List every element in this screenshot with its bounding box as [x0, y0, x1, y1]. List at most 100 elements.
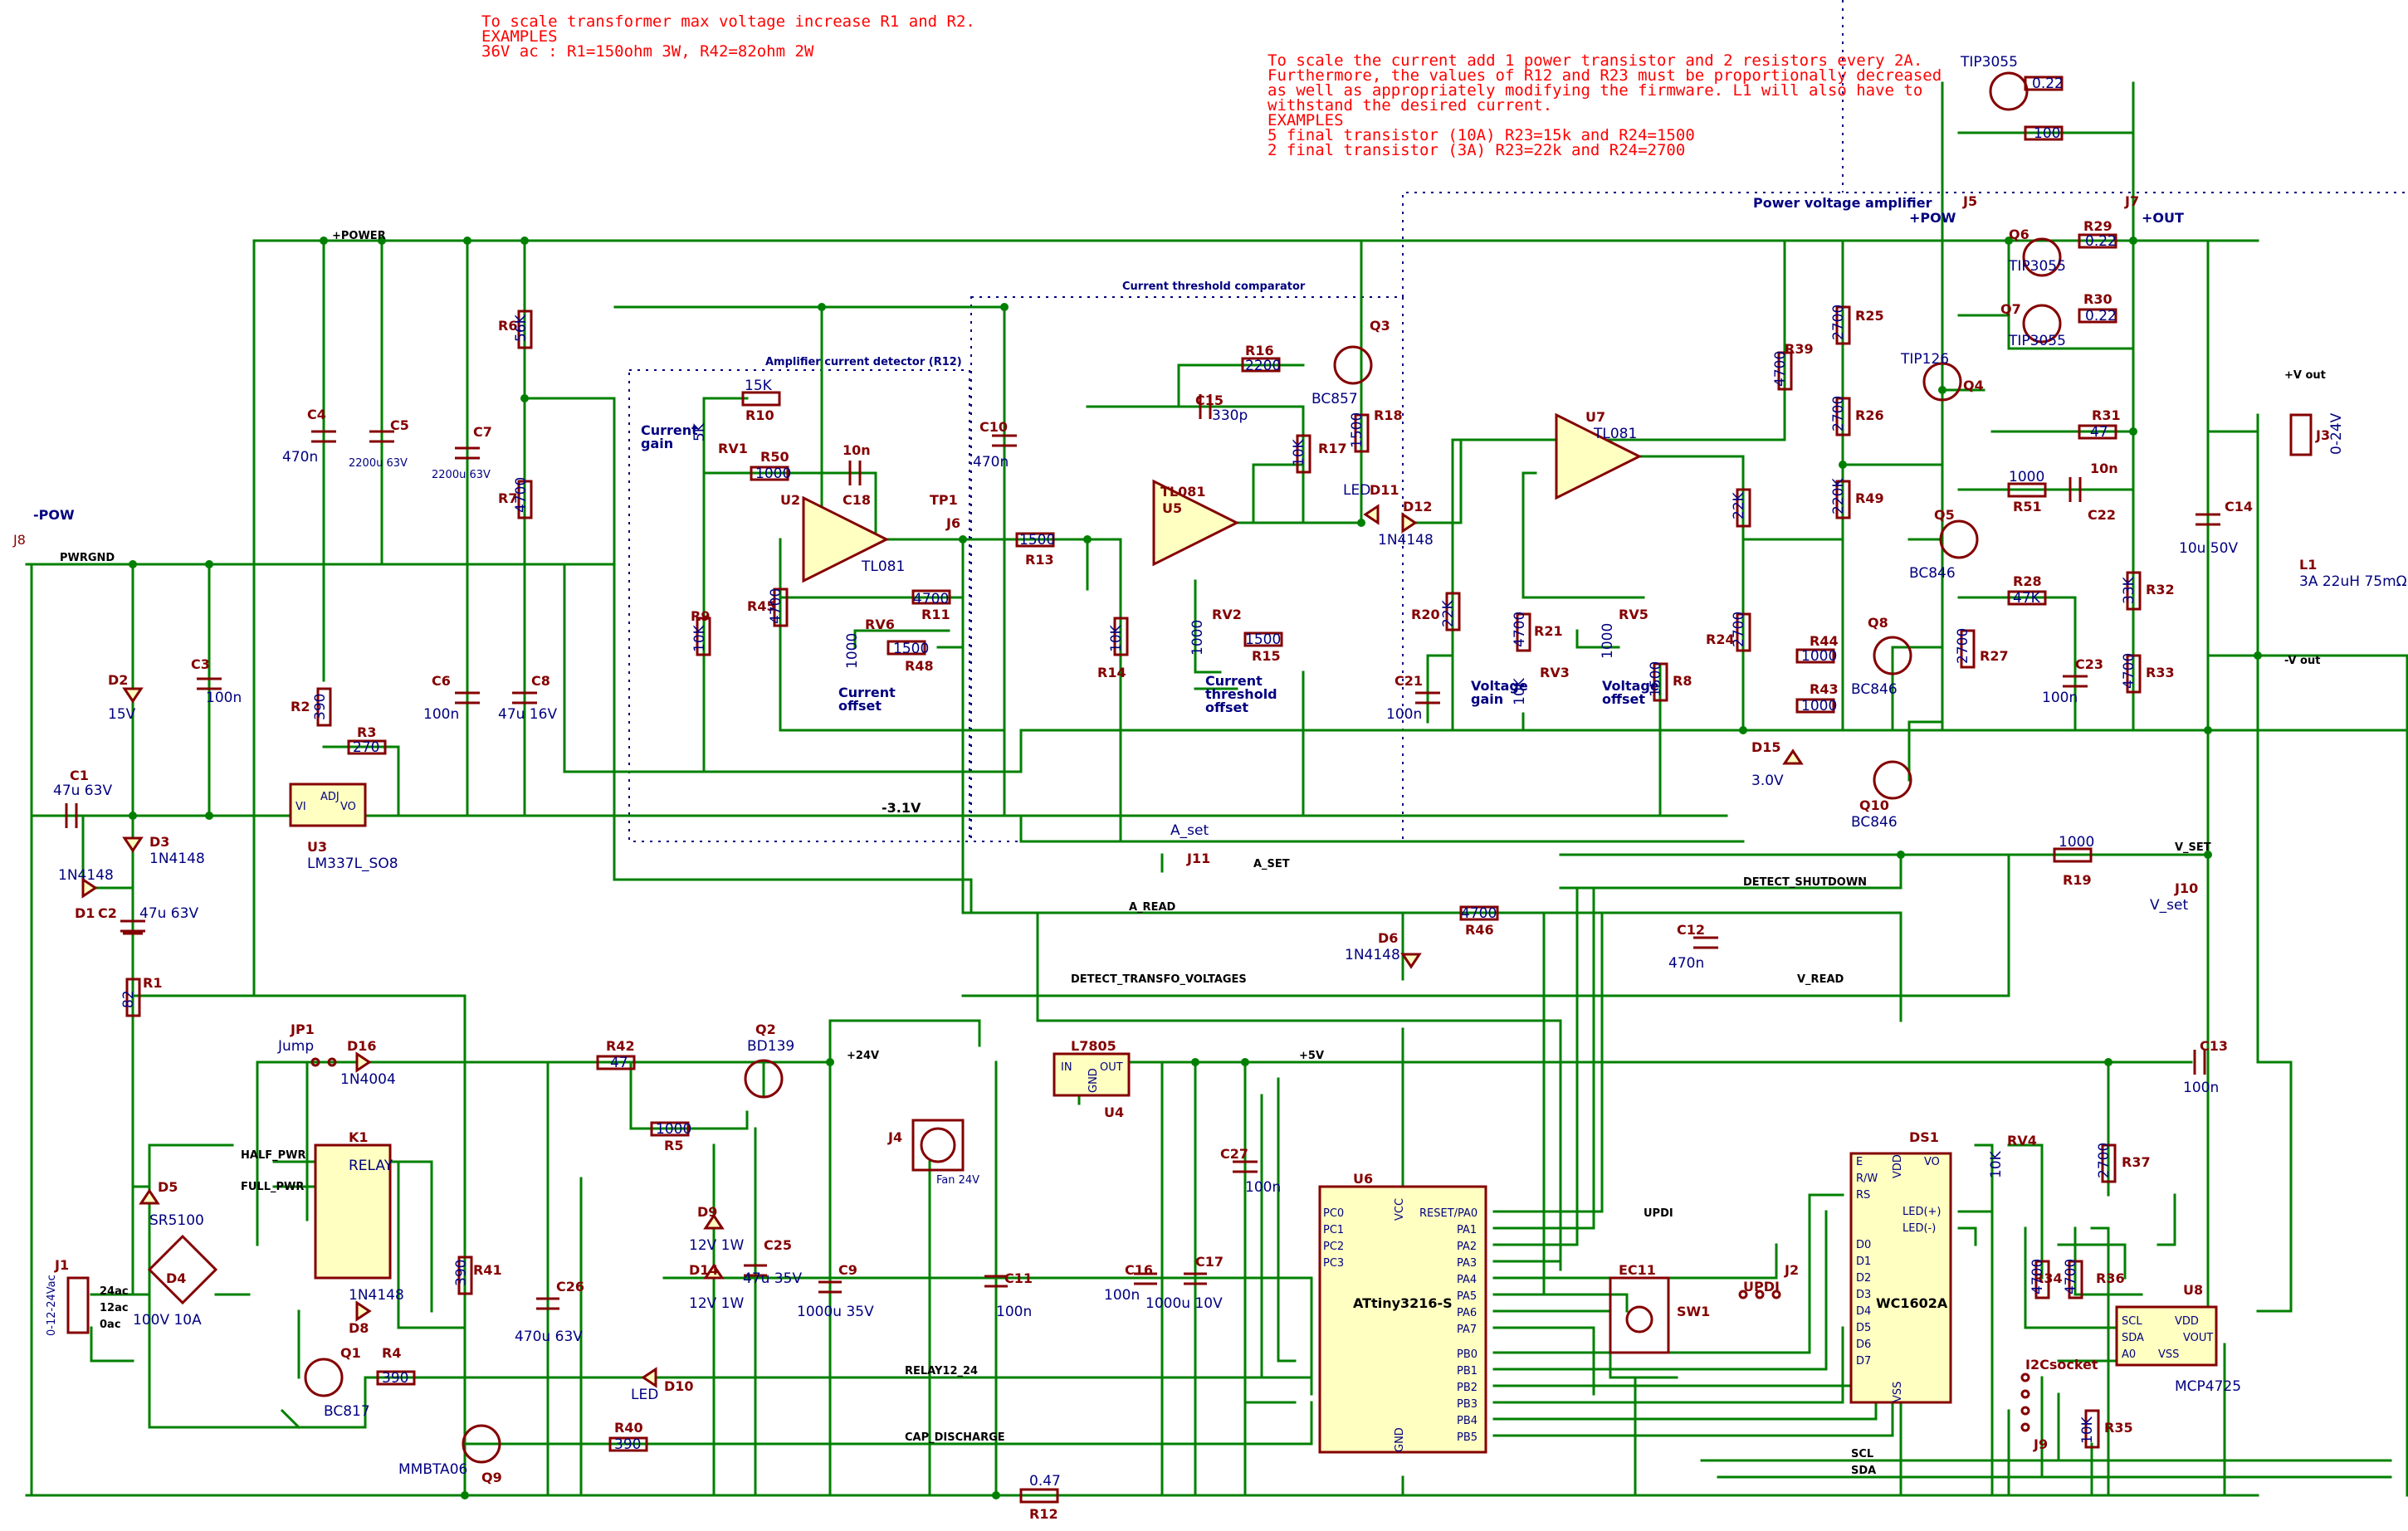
- svg-text:SCL: SCL: [1851, 1448, 1873, 1460]
- svg-text:15K: 15K: [745, 378, 773, 394]
- svg-text:2200u 63V: 2200u 63V: [432, 469, 491, 481]
- svg-text:J7: J7: [2124, 193, 2139, 209]
- svg-text:L7805: L7805: [1071, 1038, 1116, 1054]
- svg-text:C2: C2: [98, 905, 117, 921]
- svg-text:4700: 4700: [913, 591, 949, 607]
- svg-text:470u 63V: 470u 63V: [515, 1329, 583, 1345]
- svg-text:VI: VI: [296, 801, 306, 813]
- svg-text:PB0: PB0: [1457, 1348, 1478, 1361]
- svg-text:RV2: RV2: [1212, 607, 1242, 622]
- svg-text:47u 35V: 47u 35V: [743, 1270, 802, 1287]
- svg-text:R42: R42: [606, 1038, 635, 1054]
- svg-text:0-24V: 0-24V: [2328, 412, 2345, 455]
- svg-text:1000: 1000: [1600, 623, 1616, 659]
- svg-text:D1: D1: [1856, 1256, 1871, 1268]
- svg-text:R37: R37: [2122, 1154, 2151, 1170]
- svg-text:2700: 2700: [1830, 396, 1847, 432]
- transistors: [304, 71, 2062, 1464]
- svg-text:TL081: TL081: [1593, 426, 1637, 442]
- svg-text:VO: VO: [1924, 1156, 1940, 1168]
- svg-text:OUT: OUT: [1100, 1061, 1123, 1074]
- resistors: [125, 76, 2142, 1504]
- svg-text:R51: R51: [2013, 499, 2042, 514]
- svg-text:C9: C9: [838, 1262, 857, 1278]
- svg-text:C6: C6: [432, 673, 451, 689]
- svg-text:TP1: TP1: [930, 492, 958, 508]
- svg-text:R44: R44: [1810, 633, 1839, 649]
- svg-text:VSS: VSS: [1892, 1382, 1904, 1402]
- svg-text:To scale the current add 1 pow: To scale the current add 1 power transis…: [1267, 51, 1922, 70]
- svg-text:10K: 10K: [1108, 624, 1125, 652]
- svg-text:R34: R34: [2034, 1270, 2063, 1286]
- svg-text:RELAY: RELAY: [349, 1158, 393, 1174]
- svg-text:15V: 15V: [108, 706, 136, 723]
- svg-text:PB1: PB1: [1457, 1365, 1478, 1377]
- svg-text:C7: C7: [473, 424, 492, 440]
- svg-text:0ac: 0ac: [100, 1319, 121, 1331]
- svg-text:U5: U5: [1162, 500, 1182, 516]
- svg-text:R10: R10: [745, 407, 774, 423]
- svg-text:A_READ: A_READ: [1129, 901, 1176, 914]
- svg-text:RELAY12_24: RELAY12_24: [905, 1365, 978, 1377]
- svg-text:D11: D11: [1370, 482, 1399, 498]
- svg-text:TIP3055: TIP3055: [2008, 333, 2066, 349]
- svg-text:2200u 63V: 2200u 63V: [349, 457, 408, 470]
- svg-text:SDA: SDA: [2122, 1332, 2144, 1344]
- svg-text:R39: R39: [1785, 341, 1814, 357]
- ds1-lcd-body: [1849, 1152, 1952, 1404]
- svg-text:PA4: PA4: [1457, 1274, 1477, 1286]
- threshold-title: Current threshold comparator: [1122, 280, 1306, 293]
- svg-text:Q2: Q2: [755, 1021, 776, 1037]
- svg-text:R3: R3: [357, 724, 376, 740]
- svg-text:0.22: 0.22: [2085, 233, 2117, 250]
- svg-text:+V out: +V out: [2284, 369, 2326, 382]
- svg-text:5 final transistor (10A) R23=1: 5 final transistor (10A) R23=15k and R24…: [1267, 126, 1695, 144]
- svg-text:1000u 10V: 1000u 10V: [1145, 1295, 1223, 1312]
- svg-text:10u 50V: 10u 50V: [2179, 540, 2238, 557]
- svg-text:offset: offset: [1205, 700, 1248, 715]
- svg-text:R25: R25: [1855, 308, 1884, 324]
- svg-text:TIP126: TIP126: [1900, 351, 1949, 368]
- svg-text:LED: LED: [631, 1387, 658, 1403]
- svg-text:PC2: PC2: [1323, 1241, 1344, 1253]
- svg-text:E: E: [1856, 1156, 1863, 1168]
- svg-text:CAP_DISCHARGE: CAP_DISCHARGE: [905, 1431, 1005, 1444]
- svg-text:R30: R30: [2083, 291, 2112, 307]
- svg-text:gain: gain: [1471, 691, 1503, 707]
- svg-text:Current: Current: [838, 685, 896, 700]
- svg-text:470n: 470n: [973, 454, 1009, 471]
- svg-text:VSS: VSS: [2158, 1348, 2179, 1361]
- fan-body: [911, 1119, 965, 1172]
- svg-text:withstand the desired current.: withstand the desired current.: [1267, 96, 1552, 115]
- svg-text:LED(+): LED(+): [1902, 1206, 1942, 1218]
- svg-text:0.22: 0.22: [2085, 308, 2117, 324]
- svg-text:PA3: PA3: [1457, 1257, 1477, 1270]
- svg-text:SCL: SCL: [2122, 1315, 2142, 1328]
- svg-text:D15: D15: [1751, 739, 1781, 755]
- u6-attiny-body: [1318, 1185, 1487, 1454]
- svg-text:4700: 4700: [2029, 1259, 2046, 1295]
- svg-text:PC3: PC3: [1323, 1257, 1344, 1270]
- svg-text:R7: R7: [498, 490, 517, 506]
- transformer-note: To scale transformer max voltage increas…: [481, 12, 975, 61]
- svg-text:C8: C8: [531, 673, 550, 689]
- svg-text:22K: 22K: [1440, 599, 1457, 627]
- svg-text:R4: R4: [382, 1345, 401, 1361]
- svg-text:A0: A0: [2122, 1348, 2136, 1361]
- svg-text:1000: 1000: [844, 633, 861, 669]
- svg-text:R32: R32: [2146, 582, 2175, 597]
- svg-text:D5: D5: [1856, 1322, 1871, 1334]
- svg-text:DS1: DS1: [1909, 1129, 1939, 1145]
- svg-text:R14: R14: [1097, 665, 1126, 680]
- svg-text:MMBTA06: MMBTA06: [398, 1461, 467, 1478]
- svg-text:R50: R50: [760, 449, 789, 465]
- svg-text:D8: D8: [349, 1320, 369, 1336]
- svg-text:J3: J3: [2315, 427, 2330, 443]
- svg-text:C22: C22: [2088, 507, 2116, 523]
- svg-text:2700: 2700: [1830, 305, 1847, 340]
- svg-text:5K: 5K: [691, 422, 708, 441]
- svg-text:offset: offset: [1602, 691, 1645, 707]
- svg-text:MCP4725: MCP4725: [2175, 1378, 2241, 1395]
- svg-text:D16: D16: [347, 1038, 377, 1054]
- svg-text:R33: R33: [2146, 665, 2175, 680]
